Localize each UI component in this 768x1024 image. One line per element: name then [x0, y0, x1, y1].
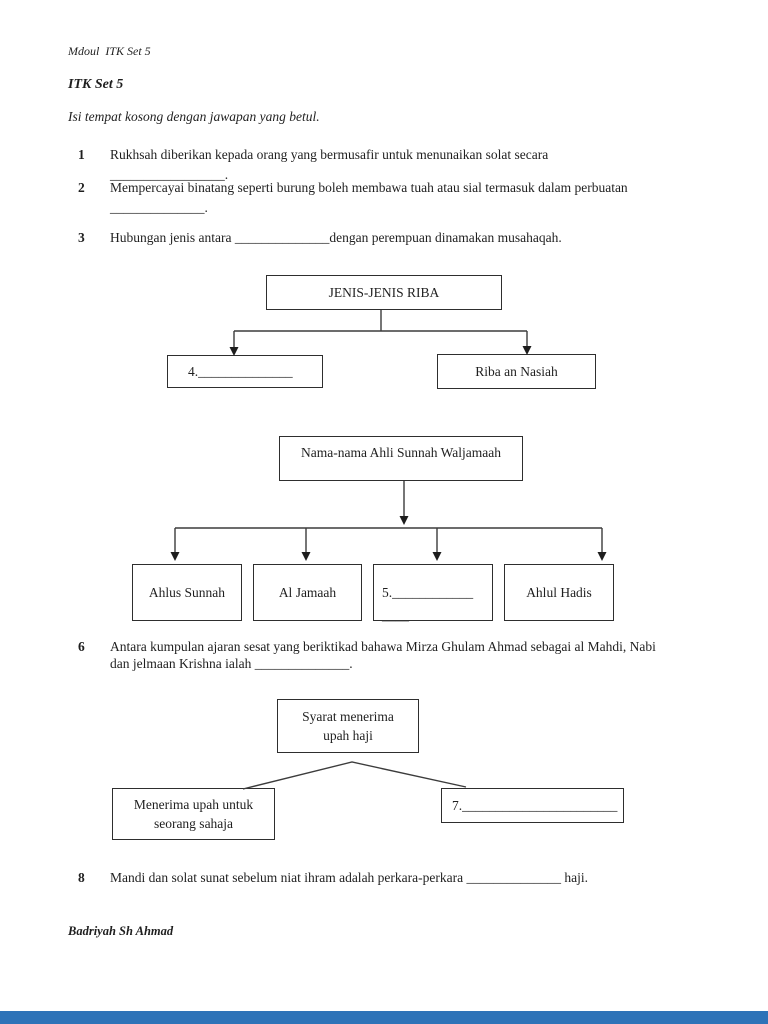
header-note: Mdoul ITK Set 5: [68, 44, 151, 58]
question-2: 2 Mempercayai binatang seperti burung bo…: [78, 179, 710, 216]
blank-text: 5.____________: [382, 584, 474, 600]
question-number: 1: [78, 147, 85, 162]
sunnah-arrowheads: [170, 516, 607, 561]
box-line: Syarat menerima: [302, 709, 394, 724]
blank-extra-underscore: ____: [382, 608, 409, 623]
box-line: Menerima upah untuk: [133, 797, 254, 812]
question-text: Rukhsah diberikan kepada orang yang berm…: [110, 147, 549, 162]
question-number: 8: [78, 870, 85, 885]
diagram-haji-blank-box: 7._______________________: [441, 788, 624, 823]
question-number: 6: [78, 639, 85, 654]
diagram-sunnah-child-box: Ahlus Sunnah: [132, 564, 242, 621]
question-1: 1 Rukhsah diberikan kepada orang yang be…: [78, 146, 710, 183]
page-title: ITK Set 5: [68, 77, 124, 92]
question-8: 8 Mandi dan solat sunat sebelum niat ihr…: [78, 869, 710, 886]
box-line: seorang sahaja: [153, 816, 234, 831]
diagram-sunnah-blank-box: 5.____________ ____: [373, 564, 493, 623]
question-3: 3 Hubungan jenis antara ______________de…: [78, 229, 710, 246]
diagram-riba-nasiah-box: Riba an Nasiah: [437, 354, 596, 389]
answer-blank: _________________.: [110, 167, 229, 182]
question-6: 6 Antara kumpulan ajaran sesat yang beri…: [78, 638, 710, 672]
question-text: Hubungan jenis antara ______________deng…: [110, 230, 562, 245]
diagram-sunnah-child-box: Ahlul Hadis: [504, 564, 614, 621]
question-text: Antara kumpulan ajaran sesat yang berikt…: [110, 639, 656, 654]
question-text: Mempercayai binatang seperti burung bole…: [110, 180, 628, 195]
box-line: upah haji: [323, 728, 373, 743]
diagram-riba-root-box: JENIS-JENIS RIBA: [266, 275, 502, 310]
question-text: dan jelmaan Krishna ialah ______________…: [110, 656, 353, 671]
sunnah-connector-lines: [174, 481, 603, 553]
diagram-sunnah-root-box: Nama-nama Ahli Sunnah Waljamaah: [279, 436, 523, 481]
instruction-text: Isi tempat kosong dengan jawapan yang be…: [68, 109, 320, 124]
haji-connector-lines: [242, 761, 467, 790]
question-number: 3: [78, 230, 85, 245]
diagram-riba-blank-box: 4.______________: [167, 355, 323, 388]
answer-blank: ______________.: [110, 200, 208, 215]
diagram-sunnah-child-box: Al Jamaah: [253, 564, 362, 621]
bottom-accent-bar: [0, 1011, 768, 1024]
question-text: Mandi dan solat sunat sebelum niat ihram…: [110, 870, 588, 885]
diagram-haji-root-box: Syarat menerima upah haji: [277, 699, 419, 753]
author-footer: Badriyah Sh Ahmad: [68, 924, 174, 938]
question-number: 2: [78, 180, 85, 195]
diagram-haji-left-box: Menerima upah untuk seorang sahaja: [112, 788, 275, 840]
riba-connector-lines: [233, 310, 528, 348]
